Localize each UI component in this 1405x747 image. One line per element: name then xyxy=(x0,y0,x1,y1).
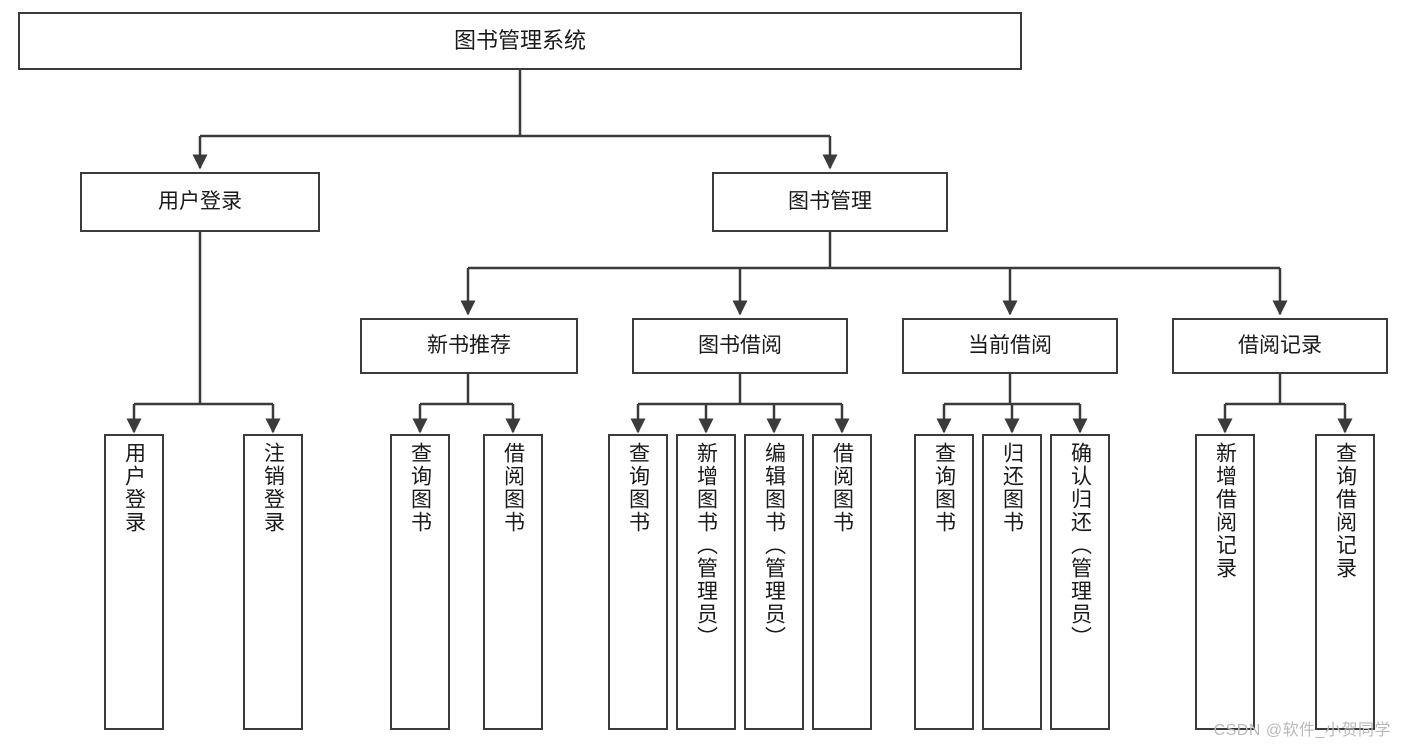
node-new-book-recommend[interactable]: 新书推荐 xyxy=(360,318,578,374)
node-leaf-edit-book-admin[interactable]: 编辑图书（管理员） xyxy=(744,434,804,730)
node-label: 用户登录 xyxy=(122,442,146,534)
node-label: 图书管理 xyxy=(788,190,872,214)
node-label: 借阅图书 xyxy=(830,442,854,534)
node-label: 用户登录 xyxy=(158,190,242,214)
node-leaf-add-borrow-record[interactable]: 新增借阅记录 xyxy=(1195,434,1255,730)
node-label: 查询图书 xyxy=(932,442,956,534)
node-leaf-query-borrow-record[interactable]: 查询借阅记录 xyxy=(1315,434,1375,730)
watermark: CSDN @软件_小贺同学 xyxy=(1213,722,1391,739)
node-label: 图书管理系统 xyxy=(453,27,586,53)
node-borrow-record[interactable]: 借阅记录 xyxy=(1172,318,1388,374)
node-leaf-user-login[interactable]: 用户登录 xyxy=(104,434,164,730)
node-label: 编辑图书（管理员） xyxy=(762,442,786,649)
node-label: 新增借阅记录 xyxy=(1213,442,1237,580)
node-label: 确认归还（管理员） xyxy=(1068,442,1092,649)
node-leaf-borrow-book[interactable]: 借阅图书 xyxy=(812,434,872,730)
node-user-login[interactable]: 用户登录 xyxy=(80,172,320,232)
node-current-borrow[interactable]: 当前借阅 xyxy=(902,318,1118,374)
node-label: 借阅记录 xyxy=(1238,334,1322,358)
node-label: 当前借阅 xyxy=(968,334,1052,358)
node-label: 新增图书（管理员） xyxy=(694,442,718,649)
node-leaf-borrow-book-recommend[interactable]: 借阅图书 xyxy=(483,434,543,730)
node-leaf-add-book-admin[interactable]: 新增图书（管理员） xyxy=(676,434,736,730)
node-book-borrow[interactable]: 图书借阅 xyxy=(632,318,848,374)
node-leaf-return-book[interactable]: 归还图书 xyxy=(982,434,1042,730)
node-leaf-confirm-return-admin[interactable]: 确认归还（管理员） xyxy=(1050,434,1110,730)
node-leaf-logout[interactable]: 注销登录 xyxy=(243,434,303,730)
node-book-management[interactable]: 图书管理 xyxy=(712,172,948,232)
node-label: 借阅图书 xyxy=(501,442,525,534)
node-label: 归还图书 xyxy=(1000,442,1024,534)
node-label: 注销登录 xyxy=(261,442,285,534)
node-label: 查询借阅记录 xyxy=(1333,442,1357,580)
node-label: 查询图书 xyxy=(626,442,650,534)
node-label: 查询图书 xyxy=(408,442,432,534)
node-leaf-query-book-current[interactable]: 查询图书 xyxy=(914,434,974,730)
node-leaf-query-book-recommend[interactable]: 查询图书 xyxy=(390,434,450,730)
node-root-system[interactable]: 图书管理系统 xyxy=(18,12,1022,70)
node-leaf-query-book-borrow[interactable]: 查询图书 xyxy=(608,434,668,730)
node-label: 图书借阅 xyxy=(698,334,782,358)
node-label: 新书推荐 xyxy=(427,334,511,358)
